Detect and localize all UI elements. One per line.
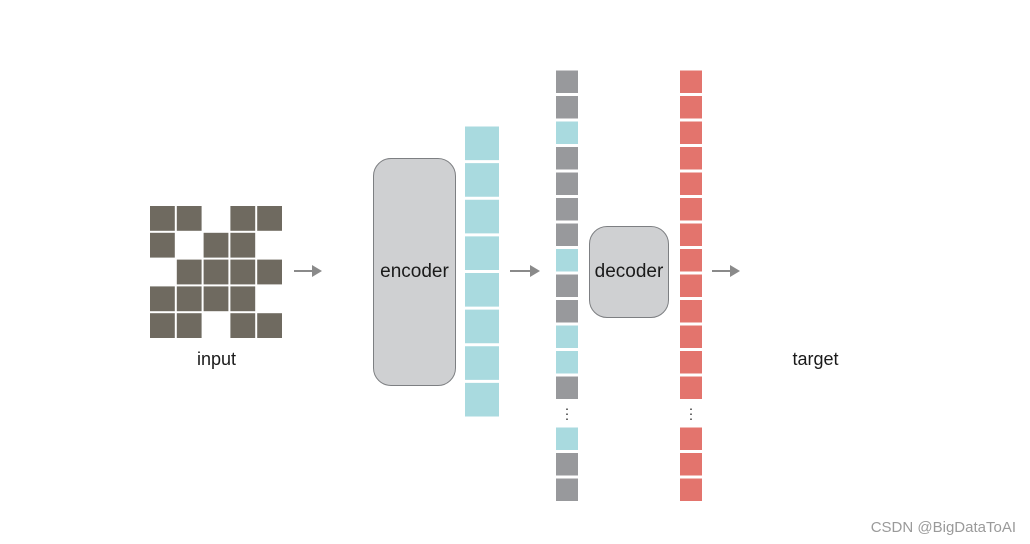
reconstructed-token	[680, 96, 702, 119]
ellipsis-mark: ⋮	[684, 406, 698, 422]
input-grid-masked-patch	[230, 259, 256, 285]
input-grid-masked-patch	[230, 206, 256, 231]
reconstructed-token	[680, 147, 702, 170]
encoded-token	[465, 236, 499, 270]
encoded-token	[465, 273, 499, 307]
reconstructed-token	[680, 478, 702, 501]
input-grid-masked-patch	[230, 232, 256, 258]
encoded-token	[465, 382, 499, 417]
encoder-box: encoder	[373, 158, 456, 386]
input-grid-masked-patch	[176, 259, 202, 285]
input-grid-masked-patch	[230, 286, 256, 312]
encoded-token	[556, 121, 578, 144]
ellipsis-mark: ⋮	[560, 406, 574, 422]
arrow-encoded-to-decoder-input	[510, 265, 540, 277]
input-caption: input	[196, 349, 237, 369]
decoder-label: decoder	[594, 261, 664, 282]
reconstructed-token	[680, 427, 702, 450]
input-grid-masked-patch	[203, 286, 229, 312]
input-grid-masked-patch	[150, 286, 175, 312]
input-grid-masked-patch	[150, 232, 175, 258]
reconstructed-token	[680, 172, 702, 195]
mask-token	[556, 147, 578, 170]
reconstructed-token	[680, 249, 702, 272]
encoded-token	[465, 309, 499, 344]
encoded-token	[556, 249, 578, 272]
mask-token	[556, 453, 578, 476]
input-grid-masked-patch	[203, 259, 229, 285]
encoded-token	[556, 427, 578, 450]
encoded-token	[465, 163, 499, 197]
target-grid-picture	[749, 206, 882, 339]
reconstructed-token	[680, 223, 702, 246]
decoder-input-tokens-column: ⋮	[556, 70, 578, 501]
reconstructed-token	[680, 121, 702, 144]
input-grid-masked-patch	[230, 313, 256, 338]
target-caption: target	[792, 349, 839, 369]
mask-token	[556, 223, 578, 246]
mask-token	[556, 300, 578, 323]
input-grid-masked-patch	[257, 206, 282, 231]
encoded-token	[465, 126, 499, 161]
encoded-token	[465, 346, 499, 380]
mask-token	[556, 376, 578, 399]
input-grid-masked-patch	[176, 206, 202, 231]
mask-token	[556, 96, 578, 119]
reconstructed-token	[680, 325, 702, 348]
input-grid-masked-patch	[150, 206, 175, 231]
encoded-token	[465, 199, 499, 234]
reconstructed-token	[680, 300, 702, 323]
input-grid-masked-patch	[257, 313, 282, 338]
encoded-tokens-column	[465, 126, 499, 417]
arrow-output-to-target	[712, 265, 740, 277]
reconstructed-token	[680, 376, 702, 399]
reconstructed-token	[680, 198, 702, 221]
reconstructed-token	[680, 274, 702, 297]
mask-token	[556, 198, 578, 221]
input-masked-image-grid	[150, 206, 283, 339]
encoded-token	[556, 325, 578, 348]
mask-token	[556, 70, 578, 93]
mask-token	[556, 274, 578, 297]
input-grid-masked-patch	[176, 313, 202, 338]
mask-token	[556, 478, 578, 501]
reconstructed-token	[680, 351, 702, 374]
mask-token	[556, 172, 578, 195]
arrow-input-to-patches	[294, 265, 322, 277]
decoder-output-tokens-column: ⋮	[680, 70, 702, 501]
target-image-grid	[749, 206, 882, 339]
reconstructed-token	[680, 70, 702, 93]
input-grid-masked-patch	[257, 259, 282, 285]
input-grid-masked-patch	[203, 232, 229, 258]
watermark-text: CSDN @BigDataToAI	[870, 519, 1016, 536]
input-grid-masked-patch	[176, 286, 202, 312]
decoder-box: decoder	[589, 226, 669, 318]
encoder-label: encoder	[380, 261, 449, 282]
encoded-token	[556, 351, 578, 374]
reconstructed-token	[680, 453, 702, 476]
input-grid-masked-patch	[150, 313, 175, 338]
